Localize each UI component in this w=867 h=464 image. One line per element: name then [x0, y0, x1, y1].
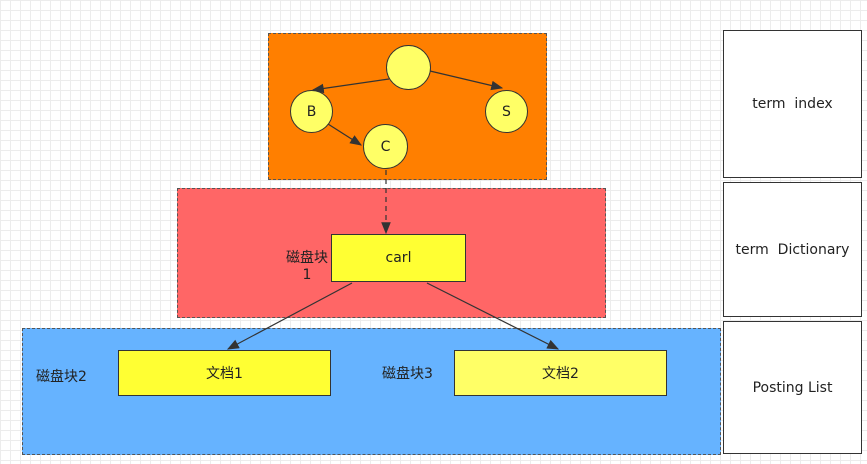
- disk-block-1-label: 磁盘块1: [286, 250, 328, 283]
- tree-root-node: [386, 45, 431, 90]
- posting-list-label-box: Posting List: [723, 321, 862, 454]
- edge-root-b: [311, 78, 390, 94]
- edge-b-c: [327, 123, 363, 146]
- term-index-label-box: term index: [723, 30, 862, 178]
- term-dictionary-label-box: term Dictionary: [723, 182, 862, 317]
- term-dictionary-label: term Dictionary: [735, 241, 850, 258]
- term-index-label: term index: [752, 96, 833, 112]
- doc2-box: 文档2: [454, 350, 667, 396]
- disk-block-2-label: 磁盘块2: [36, 369, 87, 385]
- tree-node-b: B: [290, 90, 333, 133]
- tree-node-c: C: [363, 124, 408, 169]
- edge-carl-doc1: [226, 282, 353, 350]
- doc1-box: 文档1: [118, 350, 331, 396]
- disk-block-3-label: 磁盘块3: [382, 366, 433, 382]
- edge-root-s: [429, 70, 504, 91]
- term-carl-box: carl: [331, 234, 466, 282]
- posting-list-label: Posting List: [752, 379, 833, 396]
- tree-node-s: S: [485, 90, 528, 133]
- edge-carl-doc2: [426, 282, 560, 350]
